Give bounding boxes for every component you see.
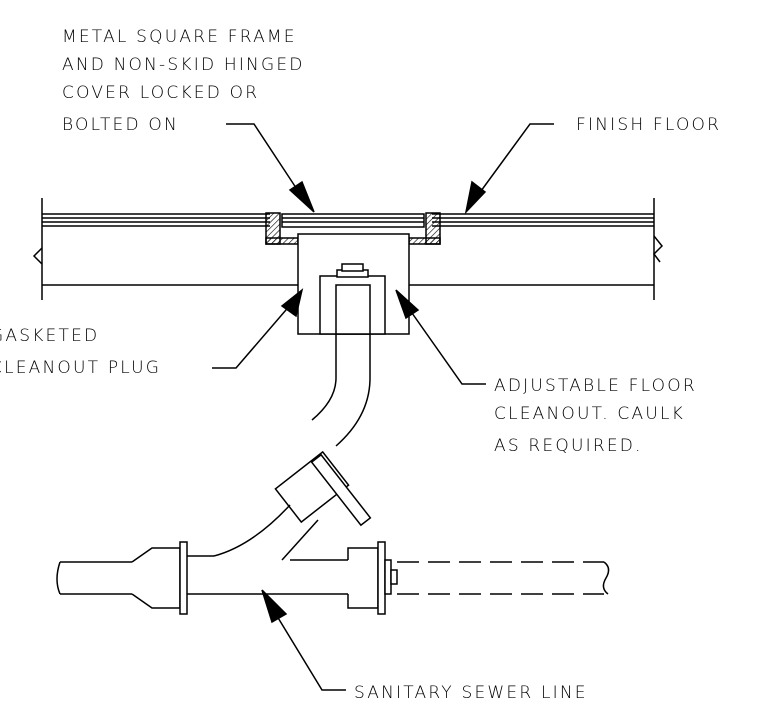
label-frame-line-3: COVER LOCKED OR — [62, 83, 259, 103]
label-adjustable-line-3: AS REQUIRED. — [494, 436, 643, 456]
label-adjustable-line-2: CLEANOUT. CAULK — [494, 404, 685, 424]
label-plug-line-2: CLEANOUT PLUG — [0, 358, 161, 378]
label-frame-line-4: BOLTED ON — [62, 115, 179, 135]
future-extension-dashed — [397, 561, 610, 595]
label-adjustable-line-1: ADJUSTABLE FLOOR — [494, 376, 697, 396]
label-frame-line-1: METAL SQUARE FRAME — [62, 27, 297, 47]
floor-slab — [32, 198, 664, 300]
cleanout-body — [297, 233, 410, 335]
sewer-piping — [56, 334, 398, 615]
label-plug-line-1: GASKETED — [0, 326, 99, 346]
leaders — [212, 123, 554, 691]
label-sewer-line: SANITARY SEWER LINE — [354, 683, 588, 703]
frame-and-cover — [265, 212, 441, 245]
label-finish-floor: FINISH FLOOR — [576, 115, 721, 135]
label-frame-line-2: AND NON-SKID HINGED — [62, 55, 305, 75]
